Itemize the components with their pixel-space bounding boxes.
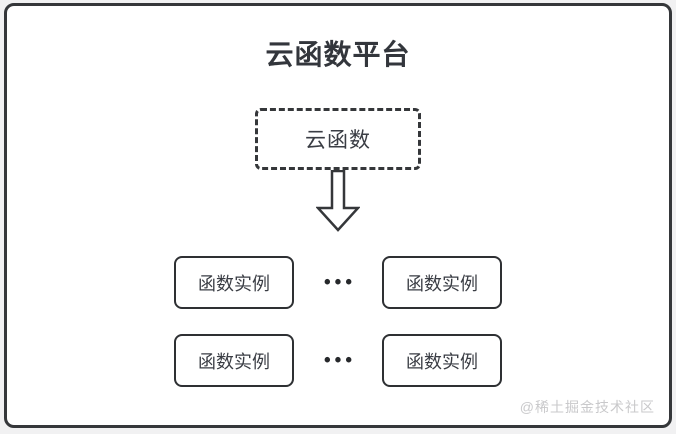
function-instance-box: 函数实例 [382,334,502,387]
down-arrow-icon [315,169,361,233]
ellipsis-dots: ••• [324,272,356,293]
cloud-function-label: 云函数 [305,129,371,152]
cloud-function-box: 云函数 [255,108,421,170]
watermark: @稀土掘金技术社区 [519,399,655,415]
function-instance-box: 函数实例 [174,256,294,309]
function-instance-label: 函数实例 [406,351,478,372]
page-title: 云函数平台 [265,39,411,70]
function-instance-label: 函数实例 [406,273,478,294]
function-instance-label: 函数实例 [198,351,270,372]
instances-grid: 函数实例 ••• 函数实例 函数实例 ••• 函数实例 [174,256,502,387]
function-instance-box: 函数实例 [174,334,294,387]
function-instance-box: 函数实例 [382,256,502,309]
ellipsis-dots: ••• [324,350,356,371]
function-instance-label: 函数实例 [198,273,270,294]
diagram-card: 云函数平台 云函数 函数实例 ••• 函数实例 函数实例 ••• 函数实例 @稀… [4,3,672,428]
